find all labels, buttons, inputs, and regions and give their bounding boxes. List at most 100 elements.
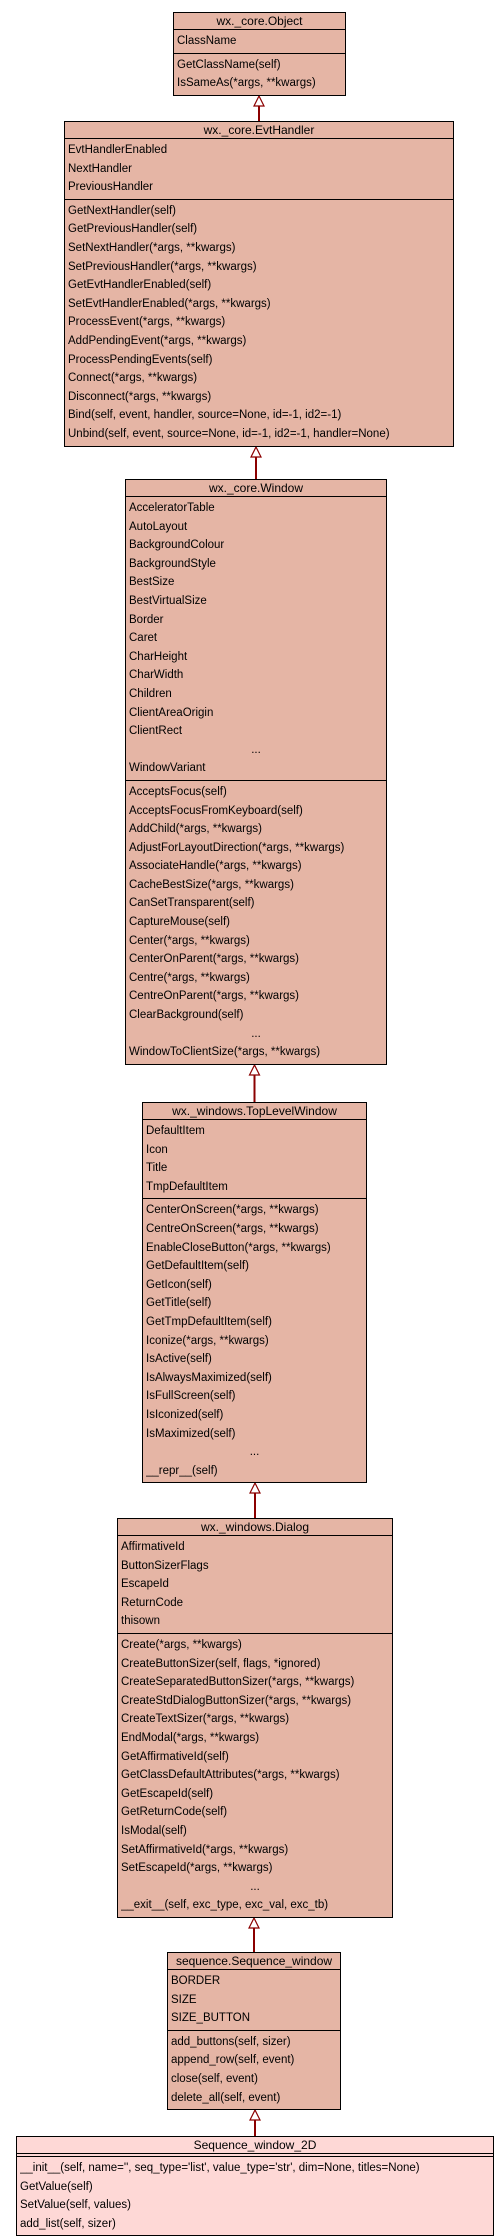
method-row: GetValue(self) <box>20 2180 93 2193</box>
attribute-row: BORDER <box>171 1975 221 1987</box>
method-row: GetTmpDefaultItem(self) <box>146 1315 272 1328</box>
attribute-row: EvtHandlerEnabled <box>68 144 168 156</box>
method-row: Centre(*args, **kwargs) <box>129 971 250 984</box>
ellipsis-row: ... <box>251 1027 261 1040</box>
attribute-row: BestVirtualSize <box>129 594 207 607</box>
method-row: AcceptsFocusFromKeyboard(self) <box>129 804 303 817</box>
class-title: sequence.Sequence_window <box>168 1953 340 1970</box>
attribute-row: AcceleratorTable <box>129 502 215 514</box>
attribute-row: ClientRect <box>129 725 183 738</box>
class-title: wx._core.Object <box>174 13 345 30</box>
methods-section: __init__(self, name='', seq_type='list',… <box>17 2156 493 2235</box>
attribute-row: ButtonSizerFlags <box>121 1559 209 1572</box>
method-row: CreateSeparatedButtonSizer(*args, **kwar… <box>121 1676 355 1689</box>
inheritance-arrowhead <box>253 94 265 107</box>
method-row: CanSetTransparent(self) <box>129 897 255 910</box>
inheritance-arrowhead <box>248 1916 260 1929</box>
method-row: IsSameAs(*args, **kwargs) <box>177 77 316 90</box>
method-row: SetEscapeId(*args, **kwargs) <box>121 1862 273 1875</box>
attribute-row: Icon <box>146 1143 168 1156</box>
method-row: __exit__(self, exc_type, exc_val, exc_tb… <box>121 1899 329 1912</box>
inheritance-arrowhead <box>249 1481 261 1494</box>
class-title: wx._windows.Dialog <box>118 1519 392 1536</box>
method-row: CaptureMouse(self) <box>129 916 230 929</box>
attribute-row: CharHeight <box>129 650 188 663</box>
method-row: Create(*args, **kwargs) <box>121 1638 242 1651</box>
attribute-row: AutoLayout <box>129 520 188 533</box>
method-row: IsIconized(self) <box>146 1408 224 1421</box>
method-row: __init__(self, name='', seq_type='list',… <box>20 2162 420 2174</box>
ellipsis-row: ... <box>251 743 261 756</box>
method-row: __repr__(self) <box>146 1464 218 1477</box>
attribute-row: SIZE_BUTTON <box>171 2012 251 2025</box>
class-sequence-window[interactable]: sequence.Sequence_window BORDER SIZE SIZE_… <box>167 1952 341 2111</box>
method-row: Center(*args, **kwargs) <box>129 934 250 947</box>
attribute-row: TmpDefaultItem <box>146 1180 228 1193</box>
attribute-row: Border <box>129 613 164 626</box>
attribute-row: WindowVariant <box>129 762 206 775</box>
attribute-row: DefaultItem <box>146 1125 205 1137</box>
method-row: GetNextHandler(self) <box>68 204 177 217</box>
method-row: GetIcon(self) <box>146 1278 212 1291</box>
method-row: ProcessPendingEvents(self) <box>68 353 213 366</box>
attribute-row: BackgroundStyle <box>129 557 216 570</box>
method-row: add_buttons(self, sizer) <box>171 2035 291 2048</box>
method-row: append_row(self, event) <box>171 2054 295 2067</box>
method-row: SetEvtHandlerEnabled(*args, **kwargs) <box>68 297 271 310</box>
method-row: WindowToClientSize(*args, **kwargs) <box>129 1046 321 1059</box>
class-title: wx._core.EvtHandler <box>65 122 453 139</box>
class-title: Sequence_window_2D <box>17 2137 493 2154</box>
method-row: EndModal(*args, **kwargs) <box>121 1731 260 1744</box>
method-row: delete_all(self, event) <box>171 2091 281 2104</box>
method-row: SetPreviousHandler(*args, **kwargs) <box>68 260 257 273</box>
attribute-row: Children <box>129 687 172 700</box>
class-title: wx._windows.TopLevelWindow <box>143 1103 366 1120</box>
class-title: wx._core.Window <box>126 480 386 497</box>
attribute-row: CharWidth <box>129 669 184 682</box>
inheritance-arrowhead <box>248 1063 261 1076</box>
attribute-row: ClassName <box>177 35 237 47</box>
attribute-row: ClientAreaOrigin <box>129 706 214 719</box>
method-row: Connect(*args, **kwargs) <box>68 372 198 385</box>
method-row: GetPreviousHandler(self) <box>68 223 198 236</box>
method-row: IsMaximized(self) <box>146 1427 236 1440</box>
attribute-row: EscapeId <box>121 1578 169 1591</box>
method-row: GetAffirmativeId(self) <box>121 1750 229 1763</box>
method-row: GetReturnCode(self) <box>121 1806 228 1819</box>
method-row: close(self, event) <box>171 2072 258 2085</box>
methods-section: add_buttons(self, sizer) append_row(self,… <box>168 2029 340 2109</box>
method-row: CacheBestSize(*args, **kwargs) <box>129 878 294 891</box>
method-row: AddChild(*args, **kwargs) <box>129 823 262 836</box>
inheritance-arrowhead <box>249 2108 261 2121</box>
method-row: Bind(self, event, handler, source=None, … <box>68 409 342 422</box>
method-row: Disconnect(*args, **kwargs) <box>68 390 212 403</box>
method-row: add_list(self, sizer) <box>20 2217 116 2230</box>
method-row: CenterOnParent(*args, **kwargs) <box>129 953 300 966</box>
attribute-row: BestSize <box>129 576 175 589</box>
attribute-row: SIZE <box>171 1993 197 2006</box>
method-row: GetClassName(self) <box>177 58 281 71</box>
class-wx-core-object[interactable]: wx._core.Object ClassName GetClassName(s… <box>173 12 346 96</box>
methods-section: Create(*args, **kwargs) CreateButtonSizer… <box>118 1632 392 1917</box>
method-row: AdjustForLayoutDirection(*args, **kwargs… <box>129 841 345 854</box>
attribute-row: PreviousHandler <box>68 181 154 194</box>
method-row: CentreOnParent(*args, **kwargs) <box>129 990 300 1003</box>
method-row: CreateTextSizer(*args, **kwargs) <box>121 1713 290 1726</box>
method-row: CreateButtonSizer(self, flags, *ignored) <box>121 1657 321 1670</box>
class-sequence-window-2d[interactable]: Sequence_window_2D __init__(self, name='… <box>16 2136 494 2236</box>
attribute-row: ReturnCode <box>121 1596 184 1609</box>
attributes-section: BORDER SIZE SIZE_BUTTON <box>168 1970 340 2030</box>
method-row: AddPendingEvent(*args, **kwargs) <box>68 334 247 347</box>
attribute-row: BackgroundColour <box>129 539 225 552</box>
method-row: SetNextHandler(*args, **kwargs) <box>68 241 236 254</box>
method-row: IsActive(self) <box>146 1353 212 1366</box>
